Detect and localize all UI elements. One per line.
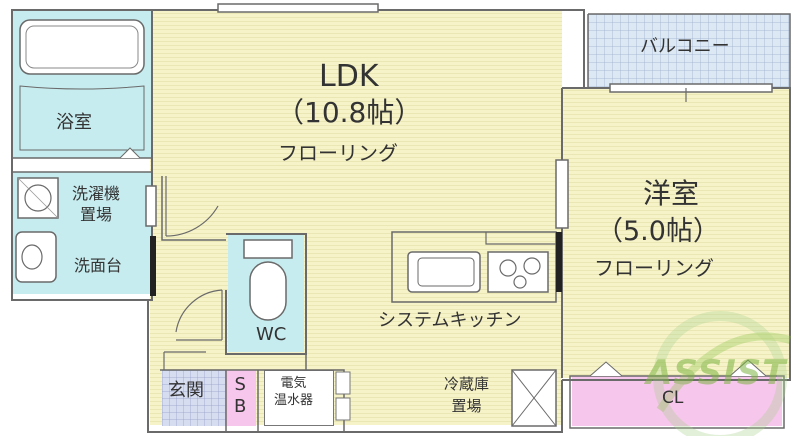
ldk-size: （10.8帖） [276,96,423,129]
kitchen-label: システムキッチン [378,310,522,331]
sb-floor [226,370,256,426]
western-floor-type: フローリング [594,256,714,280]
western-size: （5.0帖） [596,216,720,247]
western-floor [562,88,790,378]
watermark-text: ASSIST [646,353,787,393]
fridge-label: 冷蔵庫 置場 [444,375,490,415]
washstand-label: 洗面台 [74,256,123,275]
sb-label: S B [234,374,247,417]
washer-label: 洗濯機 置場 [72,184,121,224]
closet-floor [572,376,782,426]
bath-label: 浴室 [56,112,92,133]
ldk-name: LDK [319,59,379,94]
water-heater-label: 電気 温水器 [274,376,314,408]
balcony-floor [588,14,790,88]
entrance-label: 玄関 [168,380,204,401]
balcony-label: バルコニー [640,36,730,57]
entrance-floor [162,370,226,426]
watermark-logo: ASSIST [640,300,800,436]
closet-label: CL [662,388,684,408]
ldk-floor [150,10,562,425]
wc-label: WC [256,324,287,345]
western-name: 洋室 [643,177,700,210]
ldk-floor-type: フローリング [278,141,398,165]
